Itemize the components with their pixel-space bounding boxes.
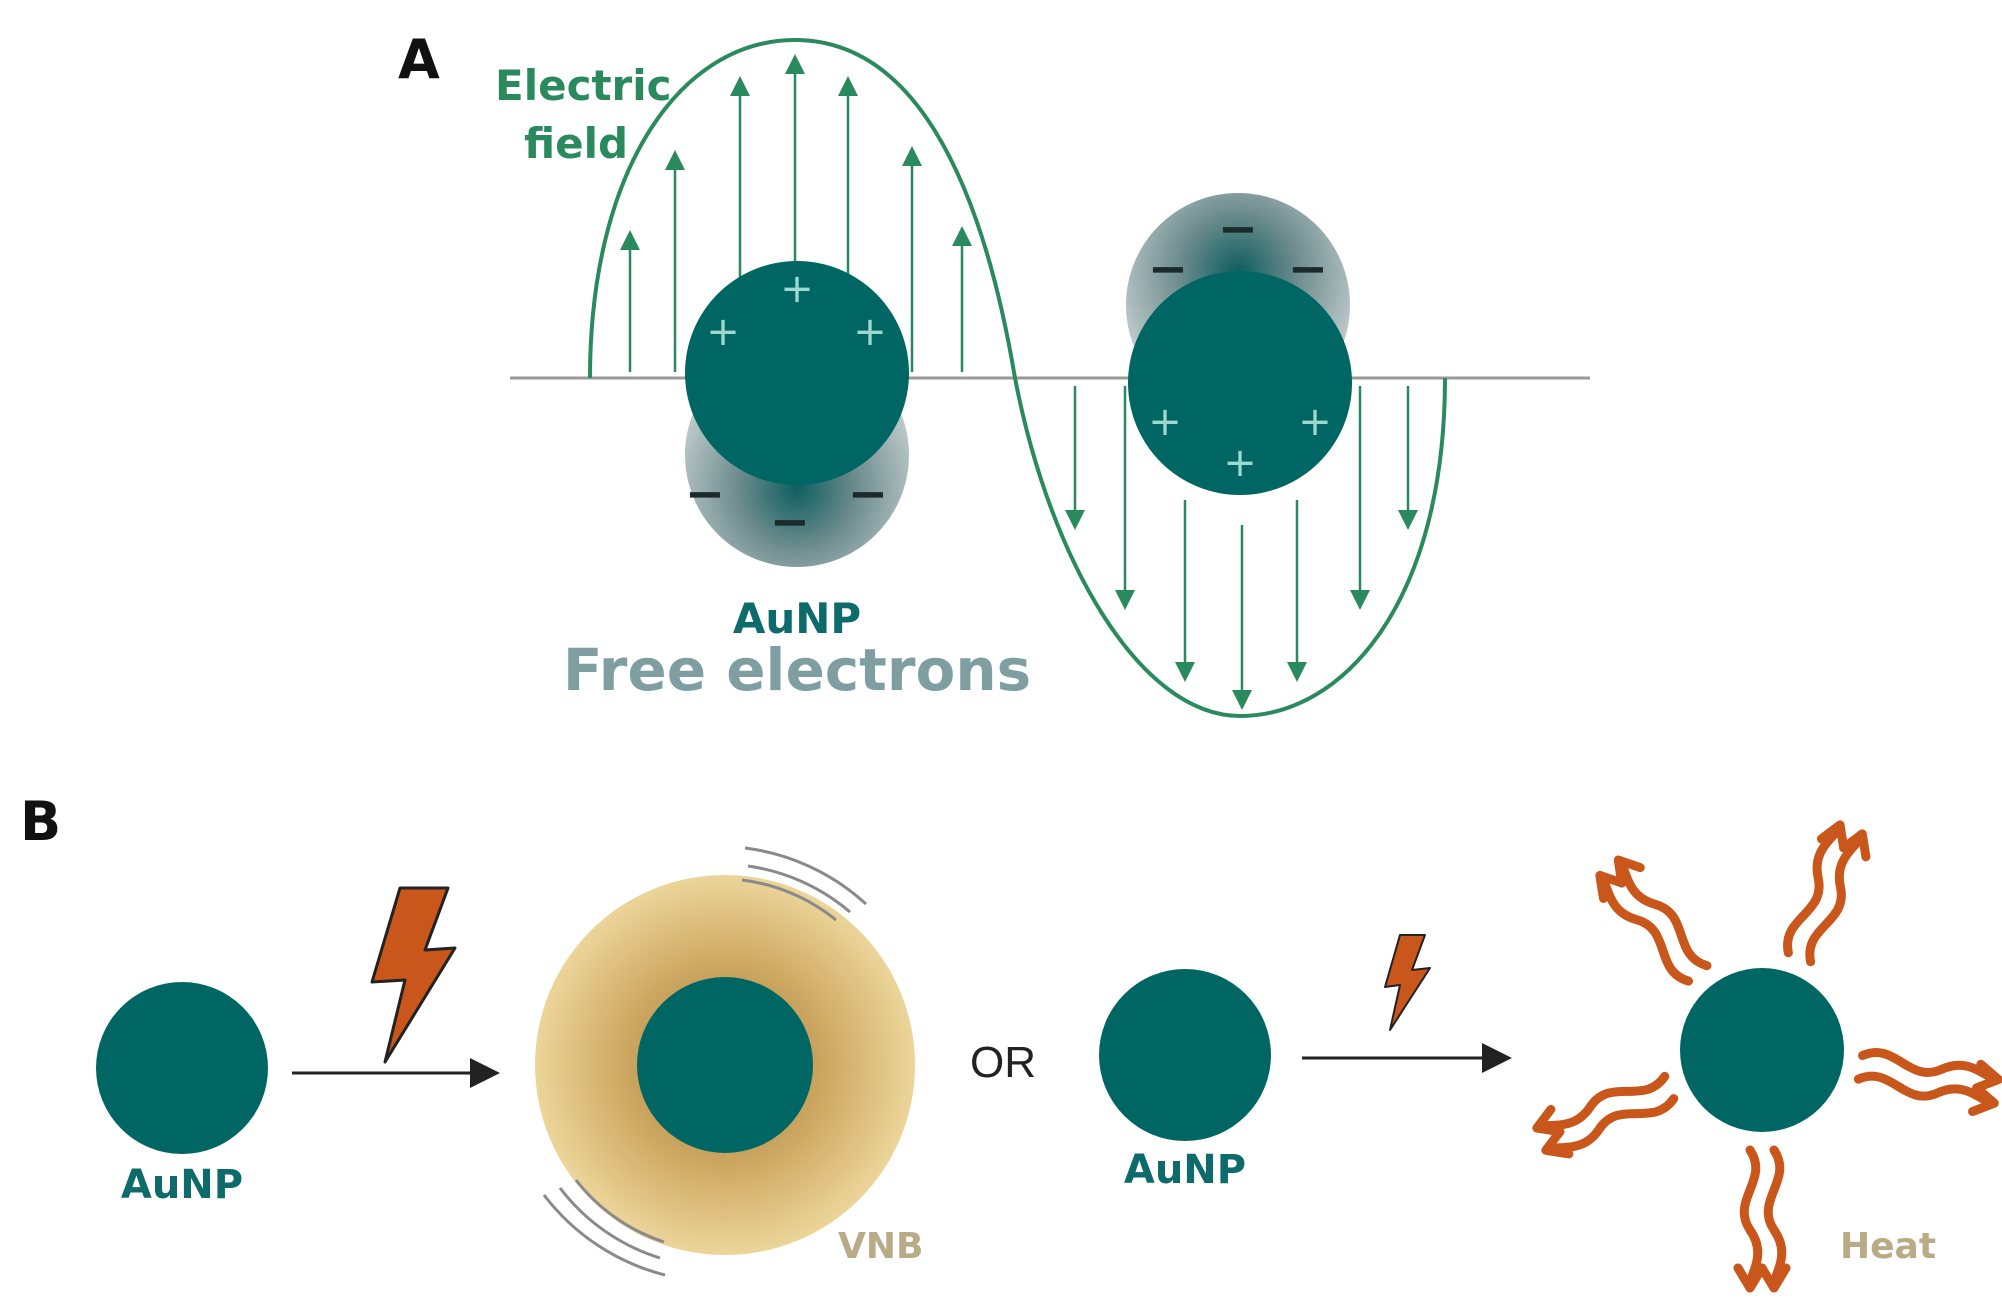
panel-a-label: A <box>398 28 440 91</box>
free-electrons-label: Free electrons <box>563 636 1031 704</box>
field-label-line1: Electric <box>495 61 672 110</box>
plus-sign: + <box>1148 399 1182 445</box>
wavy-heat-arrow-icon <box>1532 1071 1679 1159</box>
plus-sign: + <box>1223 440 1257 486</box>
aunp-label: AuNP <box>121 1162 243 1208</box>
vnb-label: VNB <box>838 1226 923 1267</box>
field-label-line2: field <box>524 119 628 168</box>
plus-sign: + <box>853 309 887 355</box>
plus-sign: + <box>706 309 740 355</box>
vibration-lines <box>542 846 868 1277</box>
panel-a: A − − − + + <box>398 28 1590 719</box>
field-arrows-down <box>1065 386 1418 710</box>
lightning-bolt-icon <box>1384 934 1431 1031</box>
minus-sign: − <box>1218 201 1258 257</box>
gold-nanoparticle <box>1128 271 1352 495</box>
gold-nanoparticle <box>1680 968 1844 1132</box>
plus-sign: + <box>1298 399 1332 445</box>
panel-b: B AuNP VNB OR AuNP <box>20 790 2002 1293</box>
gold-nanoparticle <box>637 977 813 1153</box>
minus-sign: − <box>770 494 810 550</box>
wavy-heat-arrow-icon <box>1853 1048 2002 1116</box>
heat-arrows <box>1532 820 2002 1293</box>
minus-sign: − <box>848 466 888 522</box>
panel-b-label: B <box>20 790 61 853</box>
heat-label: Heat <box>1840 1226 1936 1267</box>
wavy-heat-arrow-icon <box>1783 820 1871 967</box>
aunp-label: AuNP <box>733 594 861 643</box>
gold-nanoparticle <box>96 982 268 1154</box>
wavy-heat-arrow-icon <box>1595 855 1712 986</box>
gold-nanoparticle <box>685 261 909 485</box>
wavy-heat-arrow-icon <box>1733 1145 1791 1293</box>
minus-sign: − <box>685 466 725 522</box>
aunp-label: AuNP <box>1124 1147 1246 1193</box>
electric-field-wave <box>588 37 1447 719</box>
gold-nanoparticle <box>1099 969 1271 1141</box>
or-label: OR <box>970 1038 1036 1087</box>
plus-sign: + <box>780 266 814 312</box>
lightning-bolt-icon <box>370 886 457 1064</box>
